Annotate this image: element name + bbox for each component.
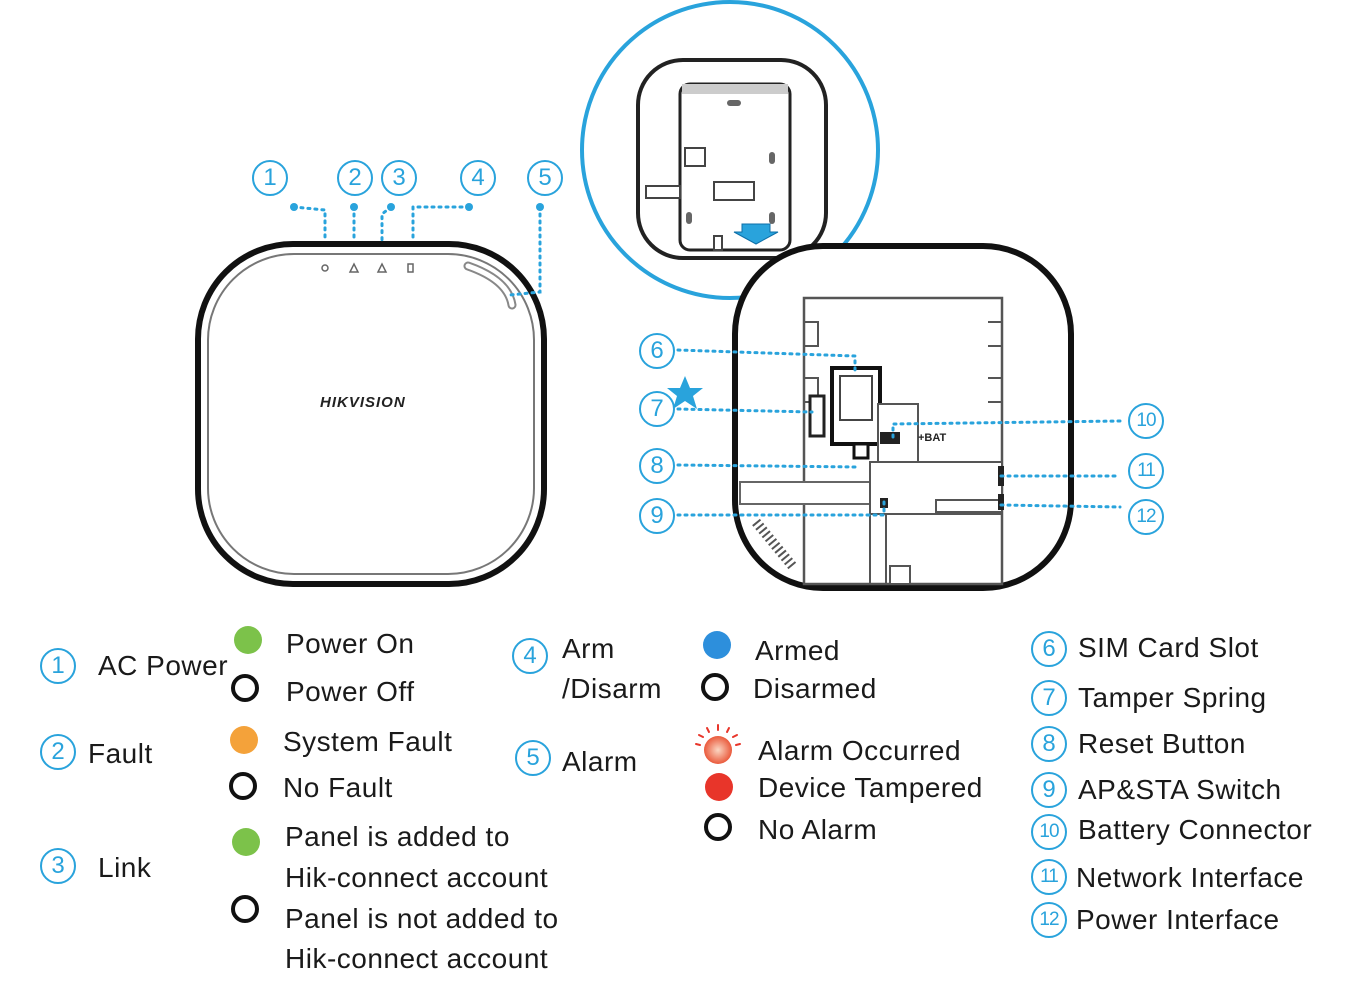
part-label-9: AP&STA Switch [1078, 774, 1282, 805]
device-tampered-text: Device Tampered [758, 772, 983, 803]
bat-label: +BAT [918, 432, 947, 444]
system-fault-text: System Fault [283, 726, 453, 757]
system-fault-dot [230, 726, 258, 754]
link-on-text-1: Panel is added to [285, 821, 510, 852]
callout-1: 1 [252, 160, 288, 196]
alarm-occurred-text: Alarm Occurred [758, 735, 962, 766]
front-leader-dots [290, 203, 544, 211]
power-off-text: Power Off [286, 676, 415, 707]
part-num-11: 11 [1031, 859, 1067, 895]
power-on-text: Power On [286, 628, 415, 659]
part-label-8: Reset Button [1078, 728, 1246, 759]
no-fault-text: No Fault [283, 772, 393, 803]
brand-logo: HIKVISION [320, 394, 406, 411]
ac-power-led-icon [321, 264, 329, 272]
front-panel-device [195, 241, 547, 587]
part-label-12: Power Interface [1076, 904, 1280, 935]
link-on-dot [232, 828, 260, 856]
alarm-occurred-icon [695, 724, 741, 764]
link-off-dot [231, 895, 259, 923]
back-panel-device [732, 243, 1074, 591]
legend-ac-power-label: AC Power [98, 650, 229, 681]
back-leader-lines [676, 348, 1122, 517]
callout-12: 12 [1128, 499, 1164, 535]
no-fault-dot [229, 772, 257, 800]
no-alarm-dot [704, 813, 732, 841]
callout-10: 10 [1128, 403, 1164, 439]
link-off-text-1: Panel is not added to [285, 903, 559, 934]
disarmed-dot [701, 673, 729, 701]
status-leds [321, 262, 414, 273]
callout-9: 9 [639, 498, 675, 534]
legend-fault-label: Fault [88, 738, 153, 769]
legend-num-3: 3 [40, 848, 76, 884]
callout-6: 6 [639, 333, 675, 369]
part-label-11: Network Interface [1076, 862, 1304, 893]
callout-5: 5 [527, 160, 563, 196]
power-off-dot [231, 674, 259, 702]
link-led-icon [376, 262, 388, 273]
legend-arm-label-1: Arm [562, 633, 615, 664]
part-num-12: 12 [1031, 902, 1067, 938]
power-on-dot [234, 626, 262, 654]
legend-num-1: 1 [40, 648, 76, 684]
callout-4: 4 [460, 160, 496, 196]
part-num-10: 10 [1031, 814, 1067, 850]
armed-dot [703, 631, 731, 659]
fault-led-icon [348, 262, 360, 273]
part-num-8: 8 [1031, 726, 1067, 762]
callout-7: 7 [639, 391, 675, 427]
part-label-7: Tamper Spring [1078, 682, 1267, 713]
front-leader-lines [292, 205, 542, 297]
callout-8: 8 [639, 448, 675, 484]
arm-led-icon [407, 263, 414, 273]
part-num-9: 9 [1031, 772, 1067, 808]
legend-num-4: 4 [512, 638, 548, 674]
callout-3: 3 [381, 160, 417, 196]
part-num-7: 7 [1031, 680, 1067, 716]
link-on-text-2: Hik-connect account [285, 862, 549, 893]
link-off-text-2: Hik-connect account [285, 943, 549, 974]
legend-arm-label-2: /Disarm [562, 673, 662, 704]
no-alarm-text: No Alarm [758, 814, 878, 845]
zoom-detail [580, 0, 880, 300]
legend-alarm-label: Alarm [562, 746, 638, 777]
armed-text: Armed [755, 635, 840, 666]
tamper-star-icon [667, 376, 703, 409]
part-num-6: 6 [1031, 631, 1067, 667]
legend-num-5: 5 [515, 740, 551, 776]
part-label-10: Battery Connector [1078, 814, 1313, 845]
device-tampered-dot [705, 773, 733, 801]
legend-link-label: Link [98, 852, 152, 883]
part-label-6: SIM Card Slot [1078, 632, 1259, 663]
callout-2: 2 [337, 160, 373, 196]
legend-num-2: 2 [40, 734, 76, 770]
callout-11: 11 [1128, 453, 1164, 489]
disarmed-text: Disarmed [753, 673, 877, 704]
